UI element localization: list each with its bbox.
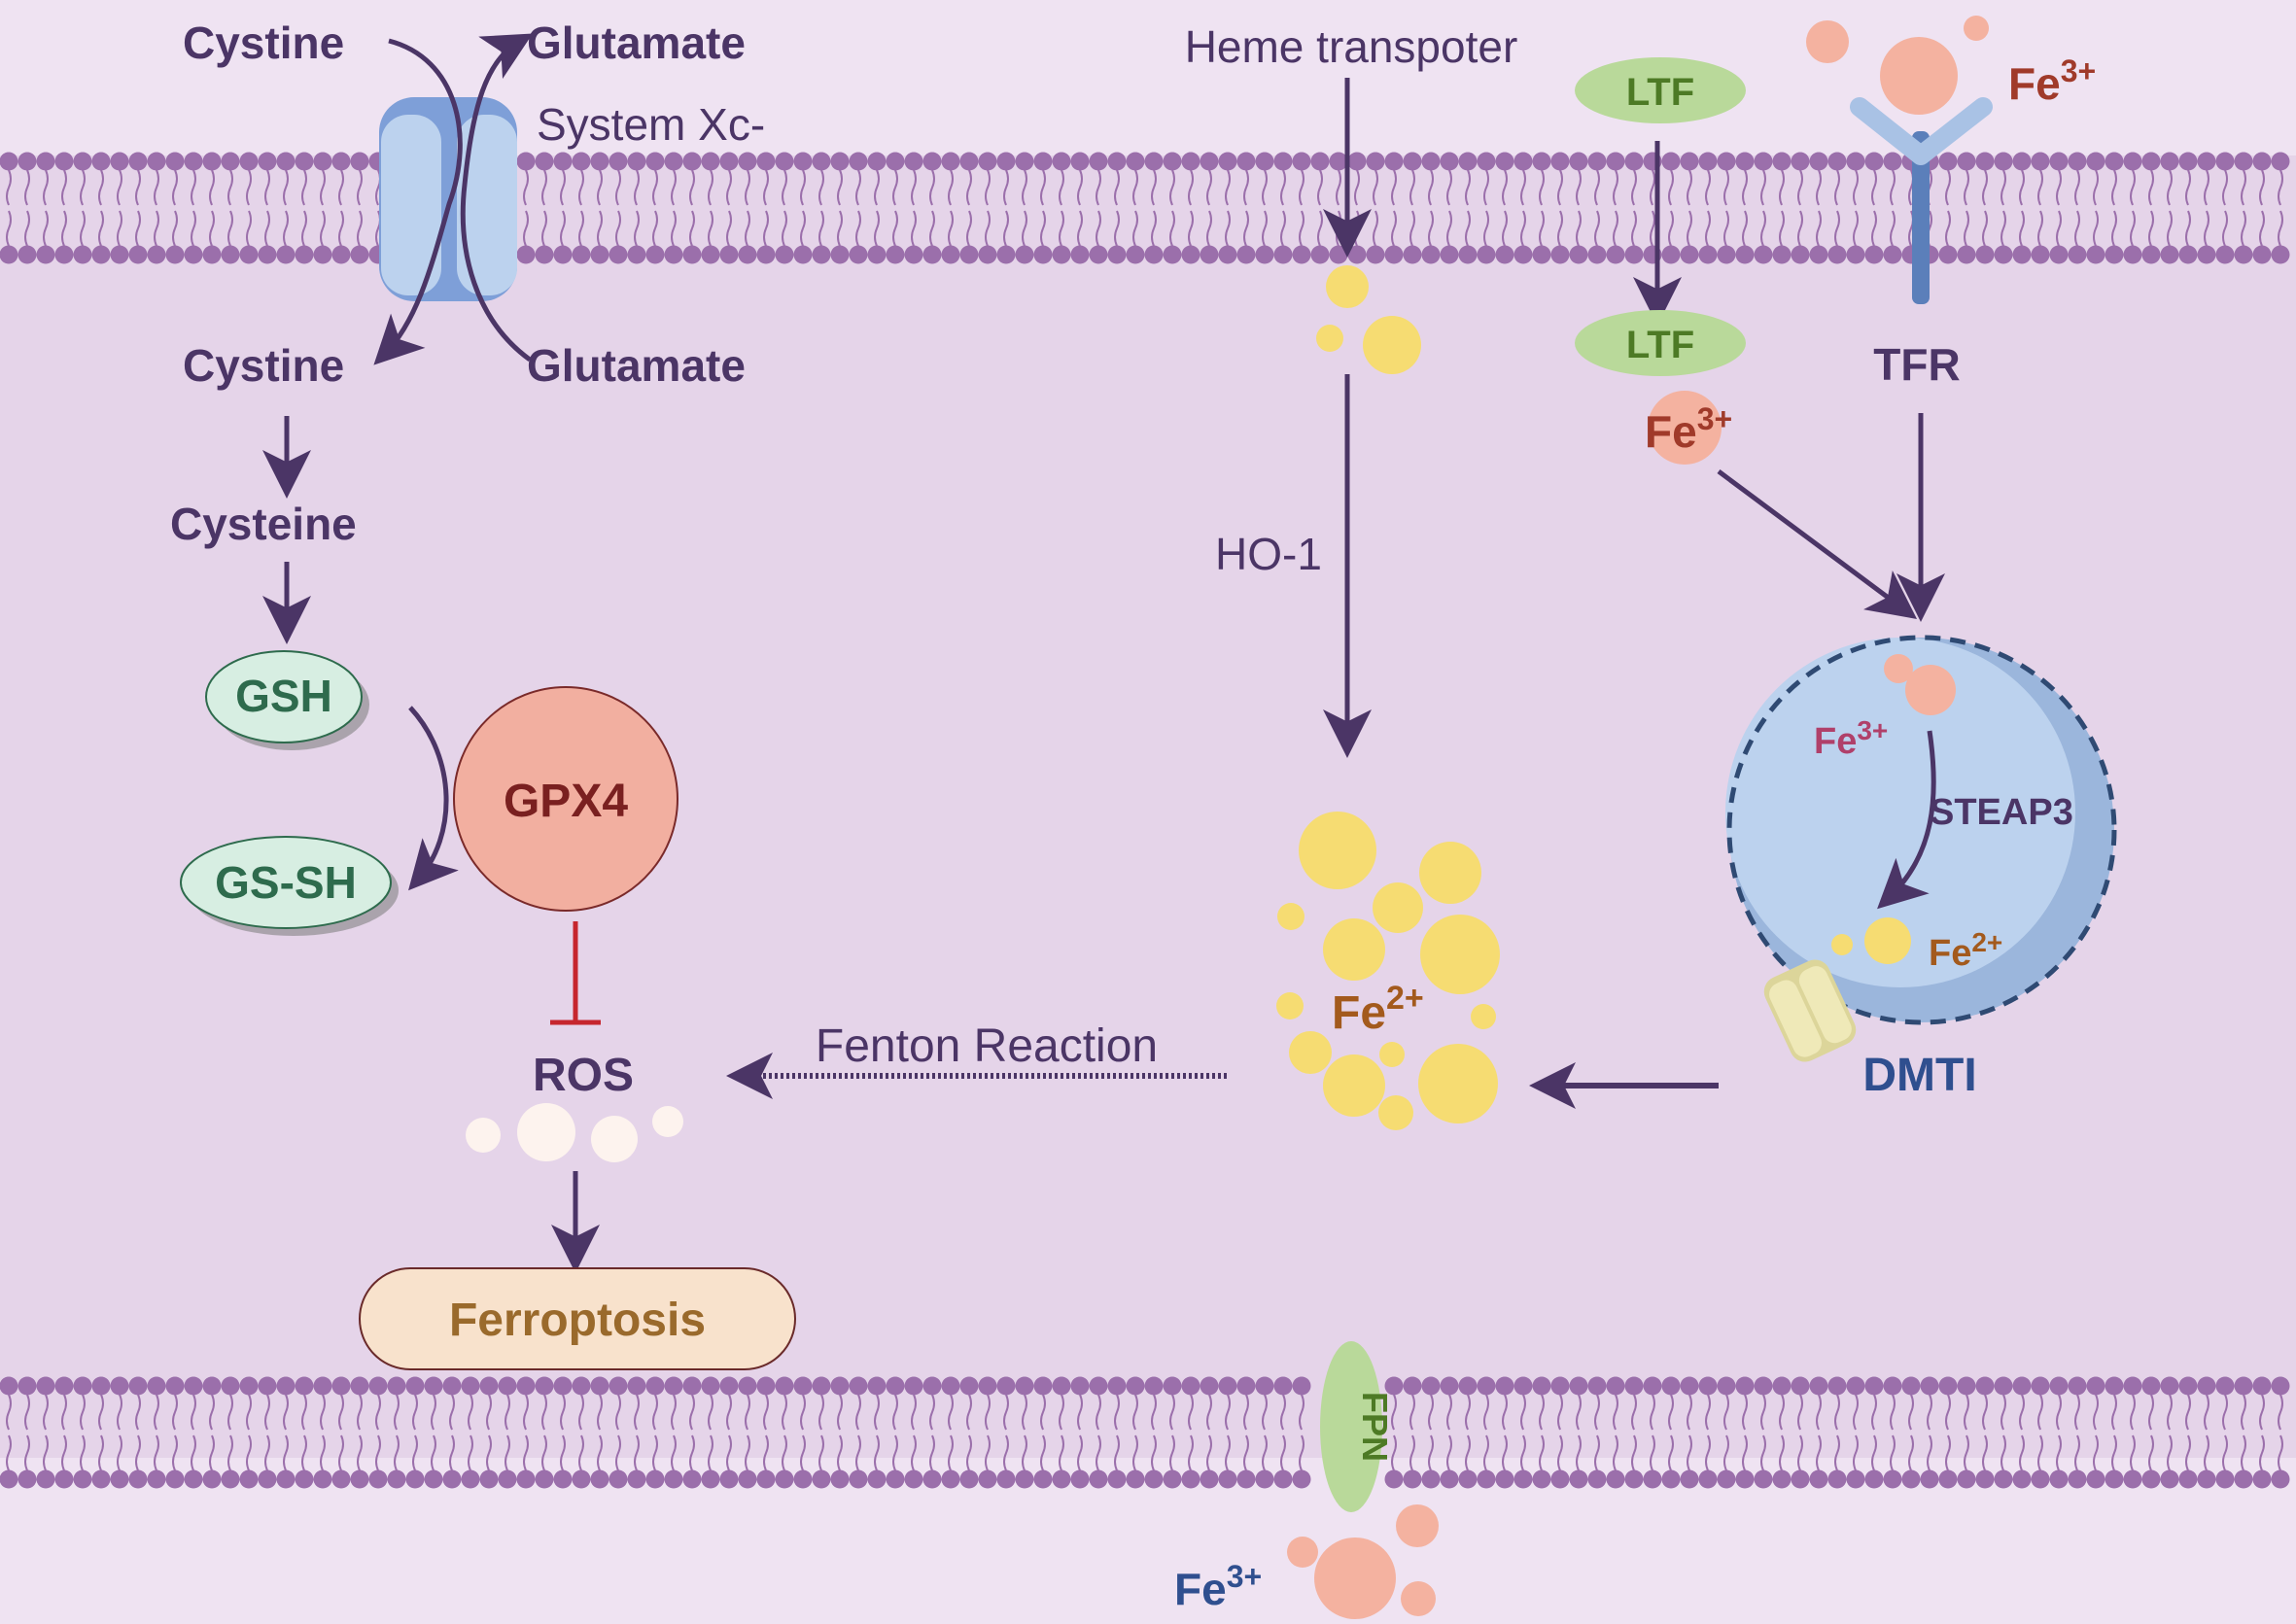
steap3-reduction-arrow — [1877, 730, 1936, 910]
ltf-bound-fe3: Fe3+ — [1645, 391, 1732, 465]
tfr-receptor — [1850, 97, 1993, 304]
svg-text:Fe2+: Fe2+ — [1332, 980, 1424, 1039]
gsh-node: GSH — [205, 650, 369, 750]
dmti-label: DMTI — [1862, 1050, 1976, 1101]
cystine-import-arrow — [373, 38, 463, 365]
ros-particles — [466, 1103, 683, 1162]
gs-sh-node: GS-SH — [180, 836, 399, 936]
tfr-label: TFR — [1873, 339, 1960, 390]
heme-particles — [1316, 265, 1421, 374]
fpn-label: FPN — [1355, 1392, 1395, 1462]
system-xc-label: System Xc- — [537, 99, 765, 150]
system-xc-transporter — [379, 97, 517, 301]
steap3-label: STEAP3 — [1930, 792, 2073, 833]
gpx4-label: GPX4 — [504, 776, 628, 827]
exported-fe3-symbol: Fe — [1174, 1564, 1227, 1614]
ltf-outer-node: LTF — [1575, 57, 1746, 123]
endosome-fe3-symbol: Fe — [1814, 721, 1857, 762]
tfr-fe3-symbol: Fe — [2008, 58, 2061, 109]
ferroptosis-box: Ferroptosis — [359, 1267, 796, 1370]
cystine-extracellular-label: Cystine — [183, 17, 344, 68]
endosome-fe2-symbol: Fe — [1929, 933, 1971, 974]
fe2-cluster-charge: 2+ — [1386, 980, 1424, 1017]
fe2-cluster: Fe2+ — [1276, 812, 1500, 1130]
svg-text:Fe3+: Fe3+ — [2008, 53, 2096, 109]
gsh-label: GSH — [235, 671, 332, 721]
ltf-inner-label: LTF — [1626, 324, 1694, 366]
ferroptosis-label: Ferroptosis — [449, 1295, 706, 1346]
svg-text:Fe3+: Fe3+ — [1814, 715, 1888, 762]
plasma-membrane-bottom — [0, 1376, 2290, 1489]
endosome-fe3: Fe3+ — [1814, 654, 1956, 762]
endosome — [1725, 635, 2117, 1025]
ltf-fe3-charge: 3+ — [1697, 401, 1732, 436]
gpx4-node: GPX4 — [453, 686, 678, 912]
ltf-fe3-symbol: Fe — [1645, 406, 1697, 457]
fe2-cluster-symbol: Fe — [1332, 987, 1386, 1039]
heme-transporter-label: Heme transpoter — [1185, 21, 1518, 72]
exported-fe3-charge: 3+ — [1227, 1559, 1262, 1594]
endosome-fe2-charge: 2+ — [1971, 927, 2002, 957]
gsh-to-gssh-arrow — [408, 706, 459, 891]
ltf-fe3-to-endosome-arrow — [1717, 468, 1918, 619]
plasma-membrane-top — [0, 152, 2290, 264]
endosome-fe3-charge: 3+ — [1857, 715, 1888, 745]
cysteine-label: Cysteine — [170, 499, 357, 549]
ltf-inner-node: LTF — [1575, 310, 1746, 376]
cystine-intracellular-label: Cystine — [183, 340, 344, 391]
glutamate-extracellular-label: Glutamate — [527, 17, 746, 68]
glutamate-intracellular-label: Glutamate — [527, 340, 746, 391]
svg-text:Fe3+: Fe3+ — [1645, 401, 1732, 457]
ho1-label: HO-1 — [1215, 529, 1322, 579]
svg-text:Fe3+: Fe3+ — [1174, 1559, 1262, 1614]
gpx4-inhibits-ros — [550, 921, 601, 1025]
gs-sh-label: GS-SH — [215, 857, 357, 908]
endosome-fe2: Fe2+ — [1831, 917, 2002, 974]
tfr-fe3-charge: 3+ — [2061, 53, 2096, 88]
svg-text:Fe2+: Fe2+ — [1929, 927, 2002, 974]
ros-label: ROS — [533, 1050, 634, 1101]
ltf-outer-label: LTF — [1626, 71, 1694, 114]
exported-fe3: Fe3+ — [1174, 1504, 1439, 1619]
glutamate-export-arrow — [460, 33, 534, 363]
dmti-transporter — [1763, 959, 1857, 1062]
fpn-exporter: FPN — [1320, 1341, 1395, 1512]
fenton-reaction-label: Fenton Reaction — [816, 1020, 1158, 1072]
tfr-bound-fe3: Fe3+ — [1806, 16, 2096, 115]
